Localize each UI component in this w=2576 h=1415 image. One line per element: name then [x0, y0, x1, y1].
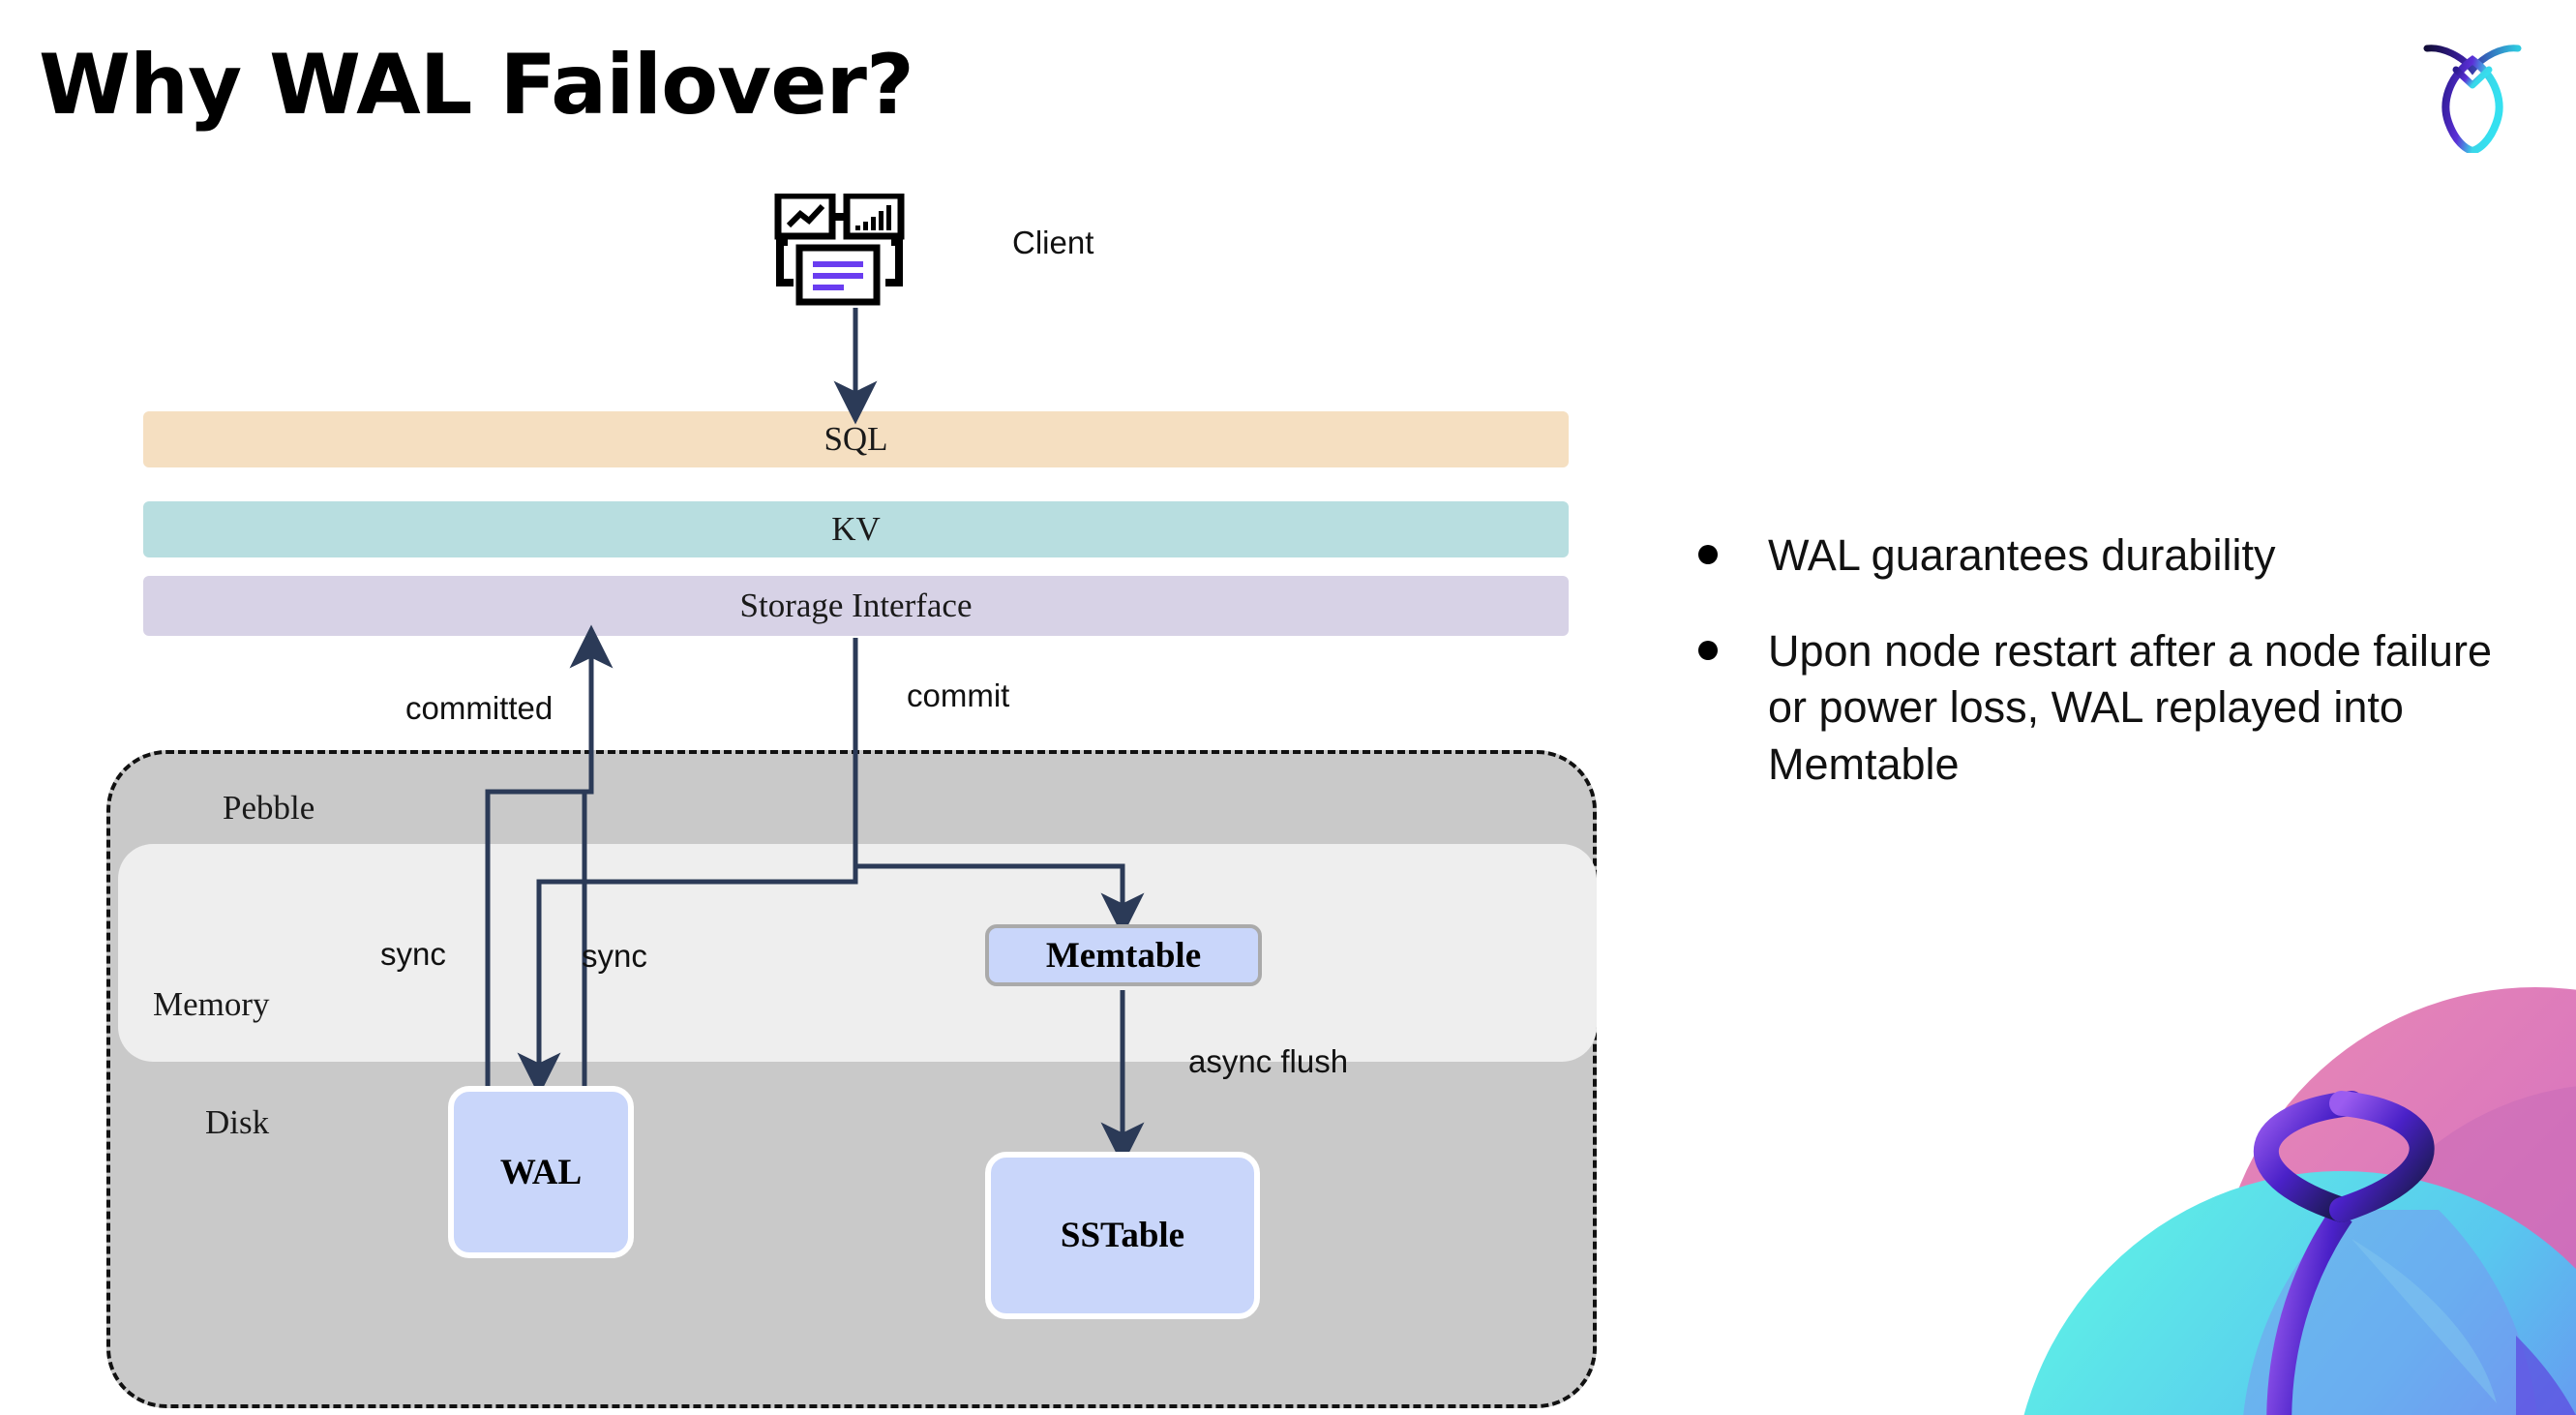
pebble-label: Pebble	[223, 789, 315, 827]
node-sstable: SSTable	[985, 1152, 1260, 1319]
edge-label-sync-1: sync	[380, 936, 446, 972]
client-label: Client	[1012, 225, 1094, 260]
layer-bar-storage-interface: Storage Interface	[143, 576, 1569, 636]
memory-region	[118, 844, 1597, 1062]
node-wal-label: WAL	[499, 1152, 583, 1192]
disk-label: Disk	[205, 1103, 270, 1141]
bullet-dot-icon	[1698, 545, 1718, 564]
bullet-text: Upon node restart after a node failure o…	[1768, 625, 2492, 789]
node-memtable-label: Memtable	[1045, 935, 1202, 976]
layer-label-sql: SQL	[824, 420, 888, 458]
cockroachdb-logo-icon	[2410, 27, 2535, 156]
layer-label-kv: KV	[831, 510, 881, 548]
layer-bar-kv: KV	[143, 501, 1569, 557]
decorative-gradient-graphic	[1935, 919, 2576, 1415]
bullet-dot-icon	[1698, 640, 1718, 660]
list-item: Upon node restart after a node failure o…	[1698, 623, 2501, 794]
layer-label-storage-interface: Storage Interface	[739, 587, 973, 624]
node-memtable: Memtable	[985, 924, 1262, 986]
memory-label: Memory	[153, 985, 270, 1023]
edge-label-committed: committed	[405, 690, 554, 726]
list-item: WAL guarantees durability	[1698, 527, 2501, 585]
edge-label-sync-2: sync	[582, 938, 647, 974]
edge-label-async-flush: async flush	[1188, 1043, 1349, 1079]
node-wal: WAL	[448, 1086, 634, 1258]
bullet-text: WAL guarantees durability	[1768, 530, 2276, 580]
client-dashboard-icon	[774, 192, 929, 310]
edge-label-commit: commit	[907, 677, 1010, 713]
page-title: Why WAL Failover?	[39, 37, 914, 134]
bullet-list: WAL guarantees durability Upon node rest…	[1698, 527, 2501, 831]
layer-bar-sql: SQL	[143, 411, 1569, 467]
node-sstable-label: SSTable	[1060, 1216, 1185, 1255]
